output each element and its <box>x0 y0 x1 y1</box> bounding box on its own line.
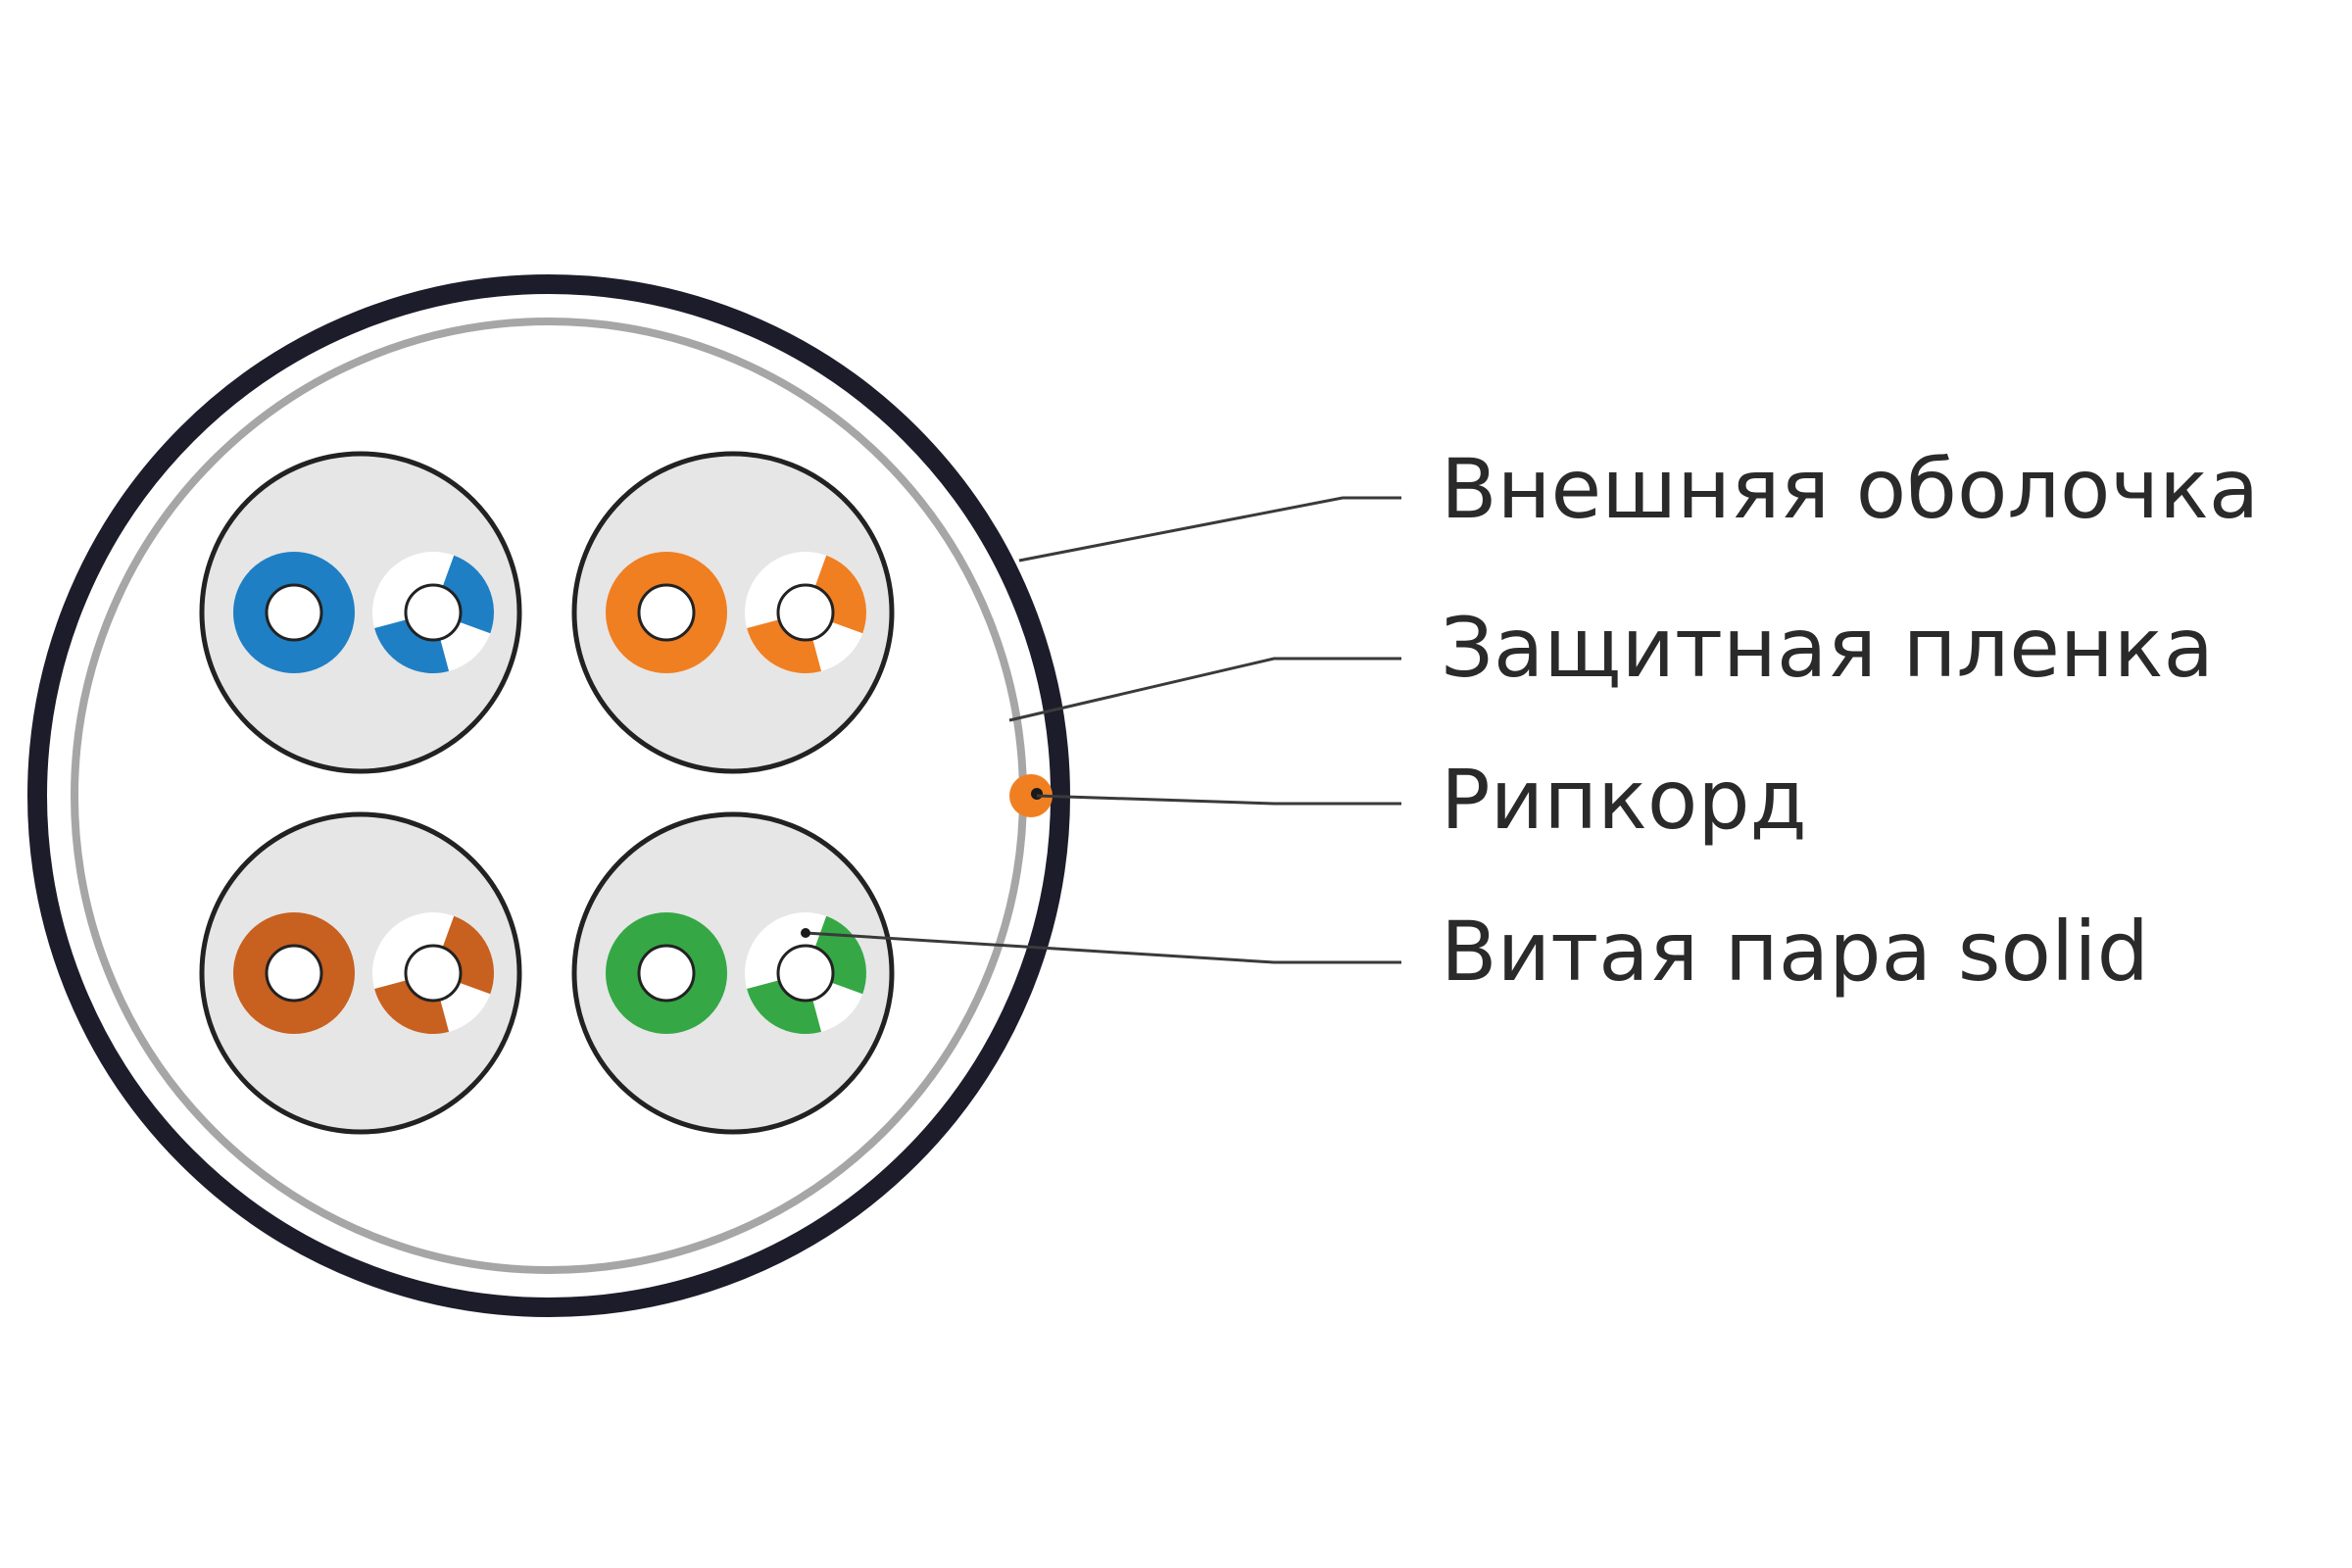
conductor-solid <box>233 552 355 673</box>
leader-line-ripcord <box>1036 794 1401 806</box>
conductor-core-striped <box>776 944 835 1003</box>
conductor-core-striped <box>404 583 463 642</box>
conductor-stripe-upper <box>813 555 866 634</box>
conductor-core-solid <box>637 583 696 642</box>
green-pair <box>571 811 895 1135</box>
conductor-stripe-lower <box>747 979 822 1034</box>
conductor-core-striped <box>776 583 835 642</box>
orange-pair <box>571 451 895 774</box>
label-twisted-pair: Витая пара solid <box>1441 904 2149 1000</box>
leader-lines <box>801 496 1401 964</box>
conductor-solid <box>606 912 727 1034</box>
twisted-pairs-group <box>199 451 895 1135</box>
label-ripcord: Рипкорд <box>1441 752 1807 848</box>
ripcord-pointer-dot <box>1031 788 1043 800</box>
leader-line-outer-jacket <box>1018 496 1401 563</box>
label-shield-film: Защитная пленка <box>1441 600 2214 696</box>
conductor-solid <box>233 912 355 1034</box>
leader-line-shield-film <box>1008 657 1401 722</box>
conductor-stripe-upper <box>441 915 494 995</box>
conductor-stripe-lower <box>374 979 450 1034</box>
pair-sheath <box>571 451 895 774</box>
ripcord-dot <box>1009 774 1053 817</box>
twisted-pair-pointer-dot <box>801 928 810 938</box>
conductor-core-solid <box>265 583 323 642</box>
outer-jacket-ring <box>27 274 1070 1317</box>
brown-pair <box>199 811 522 1135</box>
conductor-solid <box>606 552 727 673</box>
conductor-stripe-lower <box>747 618 822 673</box>
conductor-core-striped <box>404 944 463 1003</box>
conductor-stripe-lower <box>374 618 450 673</box>
conductor-core-solid <box>637 944 696 1003</box>
pair-sheath <box>199 811 522 1135</box>
label-outer-jacket: Внешняя оболочка <box>1441 441 2259 537</box>
pair-sheath <box>571 811 895 1135</box>
conductor-core-solid <box>265 944 323 1003</box>
cable-body <box>27 274 1070 1317</box>
pair-sheath <box>199 451 522 774</box>
conductor-stripe-upper <box>441 555 494 634</box>
blue-pair <box>199 451 522 774</box>
leader-line-twisted-pair <box>805 931 1401 964</box>
